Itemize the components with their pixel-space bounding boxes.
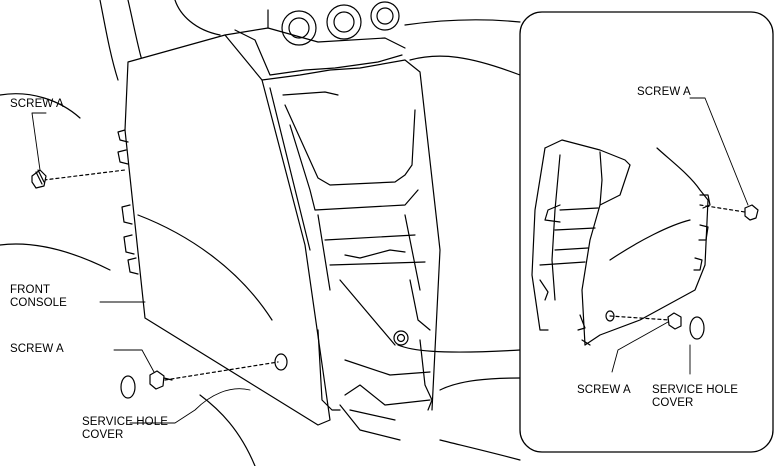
leader-lines-right <box>611 97 749 375</box>
inset-callout-lines <box>393 55 521 353</box>
service-hole-cover-icon <box>120 375 136 399</box>
screw-a-lower-left-guide <box>164 361 279 381</box>
service-hole-cover-icon <box>689 316 705 340</box>
screw-a-label-lower-right: SCREW A <box>577 384 631 396</box>
front-console-label-line2: CONSOLE <box>10 297 67 309</box>
service-hole-cover-label-left-line1: SERVICE HOLE <box>82 416 168 428</box>
screw-icon <box>744 204 759 221</box>
inset-frame <box>519 11 774 453</box>
leader-lines-left <box>31 112 251 424</box>
service-hole-cover-label-left: SERVICE HOLE COVER <box>82 416 168 442</box>
service-hole-cover-label-right-line2: COVER <box>652 397 694 409</box>
screw-a-upper-left-guide <box>43 169 126 181</box>
screw-a-label-lower-left: SCREW A <box>10 343 64 355</box>
service-hole-cover-label-right-line1: SERVICE HOLE <box>652 384 738 396</box>
screw-icon <box>667 312 682 330</box>
service-hole-cover-label-right: SERVICE HOLE COVER <box>652 384 738 410</box>
screw-a-lower-right-guide <box>609 315 671 321</box>
inset-detail-console <box>531 139 711 346</box>
screw-icon <box>31 169 47 189</box>
front-console-label: FRONT CONSOLE <box>10 284 67 310</box>
front-console-label-line1: FRONT <box>10 284 51 296</box>
service-hole-icon <box>605 310 615 322</box>
service-hole-icon <box>274 353 288 371</box>
screw-a-label-upper-right: SCREW A <box>637 86 691 98</box>
dashboard-outline <box>224 1 521 76</box>
screw-a-upper-right-guide <box>699 204 746 213</box>
floor-outline <box>199 377 521 466</box>
screw-a-label-upper-left: SCREW A <box>10 98 64 110</box>
service-hole-cover-label-left-line2: COVER <box>82 429 124 441</box>
front-console-body <box>117 34 441 426</box>
screw-icon <box>149 370 173 390</box>
